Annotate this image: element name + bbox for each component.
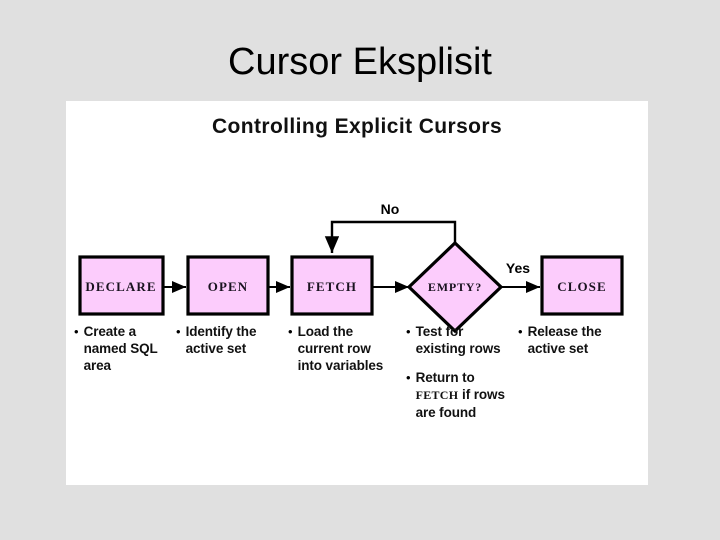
bullet-text-mixed: Return to FETCH if rows are found <box>416 369 510 421</box>
bullet-columns: • Create a named SQL area • Identify the… <box>66 323 648 483</box>
node-fetch: FETCH <box>290 255 374 316</box>
bullet-text: Create a named SQL area <box>83 324 158 373</box>
bullet-text: Release the active set <box>527 324 602 356</box>
bullet-dot-icon: • <box>406 324 411 339</box>
list-item: • Create a named SQL area <box>74 323 170 374</box>
diagram-panel: Controlling Explicit Cursors No Yes DECL… <box>66 101 648 485</box>
bullet-text: Load the current row into variables <box>297 324 384 373</box>
bullet-text-keyword: FETCH <box>415 388 459 402</box>
node-label-empty: EMPTY? <box>428 280 482 294</box>
node-declare: DECLARE <box>78 255 165 316</box>
bullet-column-open: • Identify the active set <box>176 323 276 369</box>
bullet-dot-icon: • <box>176 324 181 339</box>
list-item: • Return to FETCH if rows are found <box>406 369 510 421</box>
node-empty: EMPTY? <box>406 240 504 334</box>
list-item: • Release the active set <box>518 323 630 357</box>
node-close: CLOSE <box>540 255 624 316</box>
bullet-dot-icon: • <box>518 324 523 339</box>
diagram-heading: Controlling Explicit Cursors <box>211 115 503 138</box>
flowchart: No Yes DECLARE OPEN FETCH <box>78 201 624 334</box>
edge-label-no: No <box>381 201 400 217</box>
node-label-close: CLOSE <box>557 279 607 294</box>
bullet-dot-icon: • <box>406 370 411 385</box>
bullet-text: Identify the active set <box>185 324 257 356</box>
bullet-text-post: if rows are found <box>415 387 505 420</box>
bullet-column-declare: • Create a named SQL area <box>74 323 170 386</box>
bullet-text: Test for existing rows <box>415 324 501 356</box>
bullet-column-empty: • Test for existing rows • Return to FET… <box>406 323 510 433</box>
bullet-dot-icon: • <box>74 324 79 339</box>
list-item: • Load the current row into variables <box>288 323 386 374</box>
list-item: • Identify the active set <box>176 323 276 357</box>
node-label-open: OPEN <box>208 279 249 294</box>
edge-yes: Yes <box>501 260 540 293</box>
node-label-fetch: FETCH <box>307 279 357 294</box>
node-open: OPEN <box>186 255 270 316</box>
bullet-column-close: • Release the active set <box>518 323 630 369</box>
node-label-declare: DECLARE <box>85 279 156 294</box>
page-title: Cursor Eksplisit <box>228 41 492 83</box>
list-item: • Test for existing rows <box>406 323 510 357</box>
bullet-text-pre: Return to <box>415 370 475 385</box>
bullet-dot-icon: • <box>288 324 293 339</box>
edge-label-yes: Yes <box>506 260 530 276</box>
bullet-column-fetch: • Load the current row into variables <box>288 323 386 386</box>
